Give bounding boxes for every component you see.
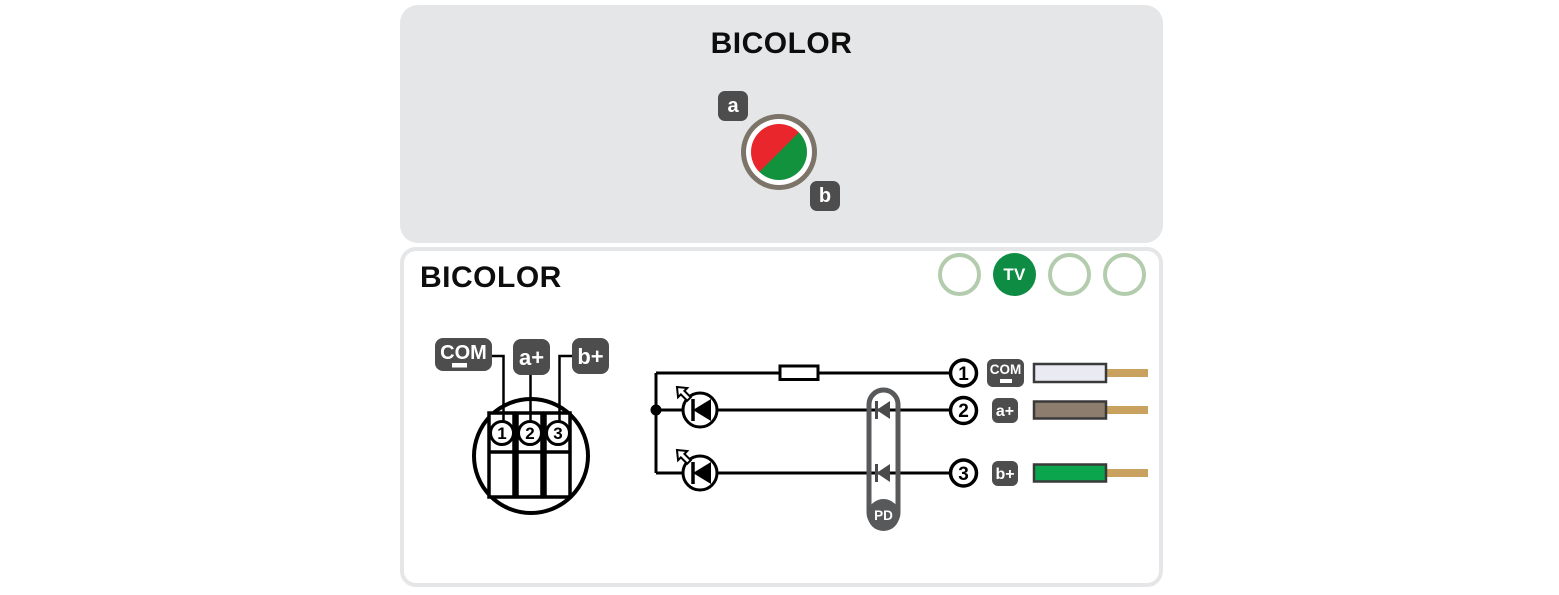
indicator-circle-1[interactable] (938, 253, 981, 296)
bicolor-led-icon (741, 114, 817, 190)
output-pin-2-number: 2 (958, 401, 969, 422)
wire-2-bare-tip (1106, 406, 1148, 414)
led-b-symbol (675, 448, 719, 492)
connector-label-a-plus-box (513, 339, 550, 375)
output-pin-1-number: 1 (958, 364, 969, 385)
wire-3-green (1032, 463, 1108, 483)
connector-label-com-box (435, 338, 492, 371)
indicator-circle-3[interactable] (1048, 253, 1091, 296)
connector-label-b-plus-text: b+ (577, 344, 603, 369)
wire-3-bare-tip (1106, 469, 1148, 477)
top-panel: BICOLOR a b (400, 5, 1163, 243)
output-wires: COM a+ b+ (987, 359, 1148, 486)
led-icon-red-green-face (751, 124, 807, 180)
wire-1-bare-tip (1106, 369, 1148, 377)
output-label-a-plus-box (992, 398, 1018, 423)
output-pin-3-circle (948, 458, 979, 488)
led-a-emission-arrow (675, 385, 693, 403)
output-pin-2-circle (948, 395, 979, 426)
bottom-panel: BICOLOR TV (400, 247, 1163, 587)
connector-pin-1-circle (489, 420, 515, 446)
output-com-minus-icon (1000, 379, 1012, 383)
connector-label-a-plus-text: a+ (519, 345, 544, 370)
resistor-symbol (778, 364, 820, 381)
indicator-circle-4[interactable] (1103, 253, 1146, 296)
pd-badge-text: PD (874, 508, 893, 523)
led-icon-white-ring (746, 119, 812, 185)
junction-dot (650, 404, 662, 416)
wiring-diagram: 1 2 3 COM a+ b+ (435, 338, 1148, 531)
connector-pin-1-number: 1 (497, 424, 506, 443)
output-label-com-box (987, 359, 1024, 387)
indicator-circle-tv[interactable]: TV (993, 253, 1036, 296)
output-label-a-plus-text: a+ (996, 403, 1014, 420)
led-a-symbol (675, 385, 719, 429)
leader-line-com (492, 354, 505, 423)
wire-1-white (1032, 362, 1108, 384)
connector-pin-3-circle (545, 420, 571, 446)
category-indicators: TV (938, 253, 1146, 296)
pd-block: PD (866, 387, 901, 531)
connector-pin-3-number: 3 (553, 424, 562, 443)
connector-pin-2-circle (517, 420, 543, 446)
connector-label-com-text: COM (440, 342, 487, 364)
output-pin-3-number: 3 (958, 464, 969, 485)
output-pin-1-circle (948, 358, 979, 388)
led-label-a-badge: a (718, 91, 748, 121)
output-label-b-plus-box (992, 461, 1018, 486)
wire-2-brown (1032, 400, 1108, 420)
pd-diode-2-triangle (876, 464, 890, 482)
bottom-panel-heading: BICOLOR (420, 261, 562, 294)
leader-line-b-plus (558, 354, 572, 423)
output-label-com-text: COM (990, 362, 1022, 377)
connector-com-minus-icon (452, 363, 467, 368)
output-label-b-plus-text: b+ (995, 466, 1014, 483)
led-b-emission-arrow (675, 448, 693, 466)
circuit-schematic: PD 1 2 3 (650, 358, 979, 531)
led-b-triangle (693, 462, 711, 484)
connector-pin-2-number: 2 (525, 424, 534, 443)
led-label-b-badge: b (810, 181, 840, 211)
product-card: BICOLOR a b BICOLOR TV (400, 5, 1163, 587)
led-a-triangle (693, 399, 711, 421)
connector-pinout: 1 2 3 COM a+ b+ (435, 338, 609, 515)
pd-badge-circle (867, 499, 900, 531)
top-panel-title: BICOLOR (710, 27, 853, 60)
pd-diode-1-triangle (876, 401, 890, 419)
connector-label-b-plus-box (572, 338, 609, 374)
